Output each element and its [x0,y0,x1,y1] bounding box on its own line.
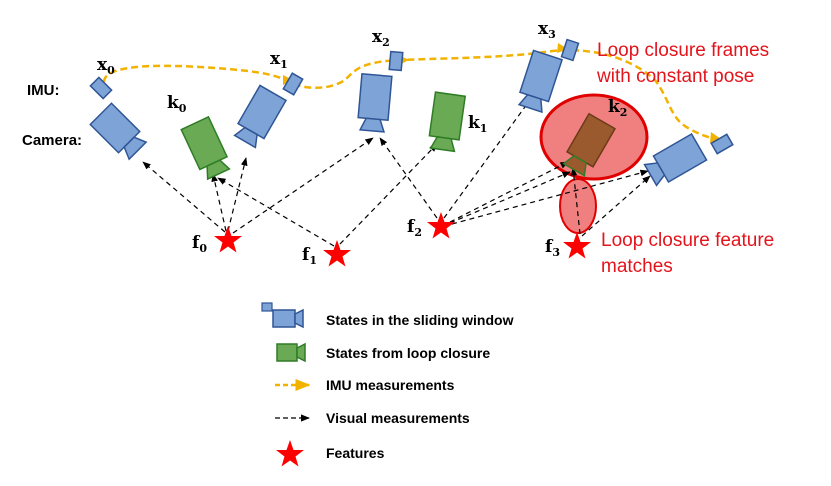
loop-frames-annotation-line2: with constant pose [596,66,754,87]
state-x1-camera [233,84,288,149]
legend-visual-label: Visual measurements [326,410,470,426]
state-x2-imu [388,50,404,72]
feature-f3-label: f3 [545,237,560,259]
legend-loop-closure-icon [276,342,306,363]
legend-loop-closure-label: States from loop closure [326,345,490,361]
state-x2-label: x2 [372,27,390,49]
feature-f0-star [214,226,242,253]
legend: States in the sliding window States from… [261,302,514,467]
feature-f1-label: f1 [302,245,317,267]
feature-f2-label: f2 [407,217,422,239]
imu-trajectory [102,49,721,142]
state-k1-camera [428,91,467,153]
state-x3-camera [517,49,564,114]
state-x4-camera [643,132,708,187]
loop-features-annotation-line1: Loop closure feature [601,230,774,251]
state-k0-camera [180,115,231,181]
feature-stars [214,212,591,267]
state-x0-imu [89,76,113,100]
state-x3-imu [560,38,580,62]
feature-f2-star [427,212,455,239]
visual-measurement-arrows [142,99,651,247]
state-x3-label: x3 [538,19,556,41]
legend-features-label: Features [326,445,385,461]
state-x0-camera [89,102,148,161]
state-x1-label: x1 [270,49,288,71]
feature-f3-star [563,232,591,259]
feature-f0-label: f0 [192,233,207,255]
state-x1-imu [282,72,304,96]
loop-features-annotation-line2: matches [601,256,673,277]
state-k2-camera [562,112,617,177]
state-x2-camera [357,72,393,133]
feature-f1-star [323,240,351,267]
legend-sliding-window-label: States in the sliding window [326,312,514,328]
loop-frames-annotation-line1: Loop closure frames [597,40,769,61]
state-k1-label: k1 [468,113,487,135]
legend-sliding-window-icon [261,302,304,329]
camera-row-label: Camera: [22,132,82,149]
state-k2-label: k2 [608,97,627,119]
state-x4-imu [710,133,734,155]
imu-row-label: IMU: [27,82,60,99]
legend-imu-label: IMU measurements [326,377,455,393]
state-k0-label: k0 [167,93,187,115]
state-x0-label: x0 [97,55,115,77]
loop-closure-feature-highlight [559,178,597,234]
legend-feature-star-icon [276,440,304,467]
